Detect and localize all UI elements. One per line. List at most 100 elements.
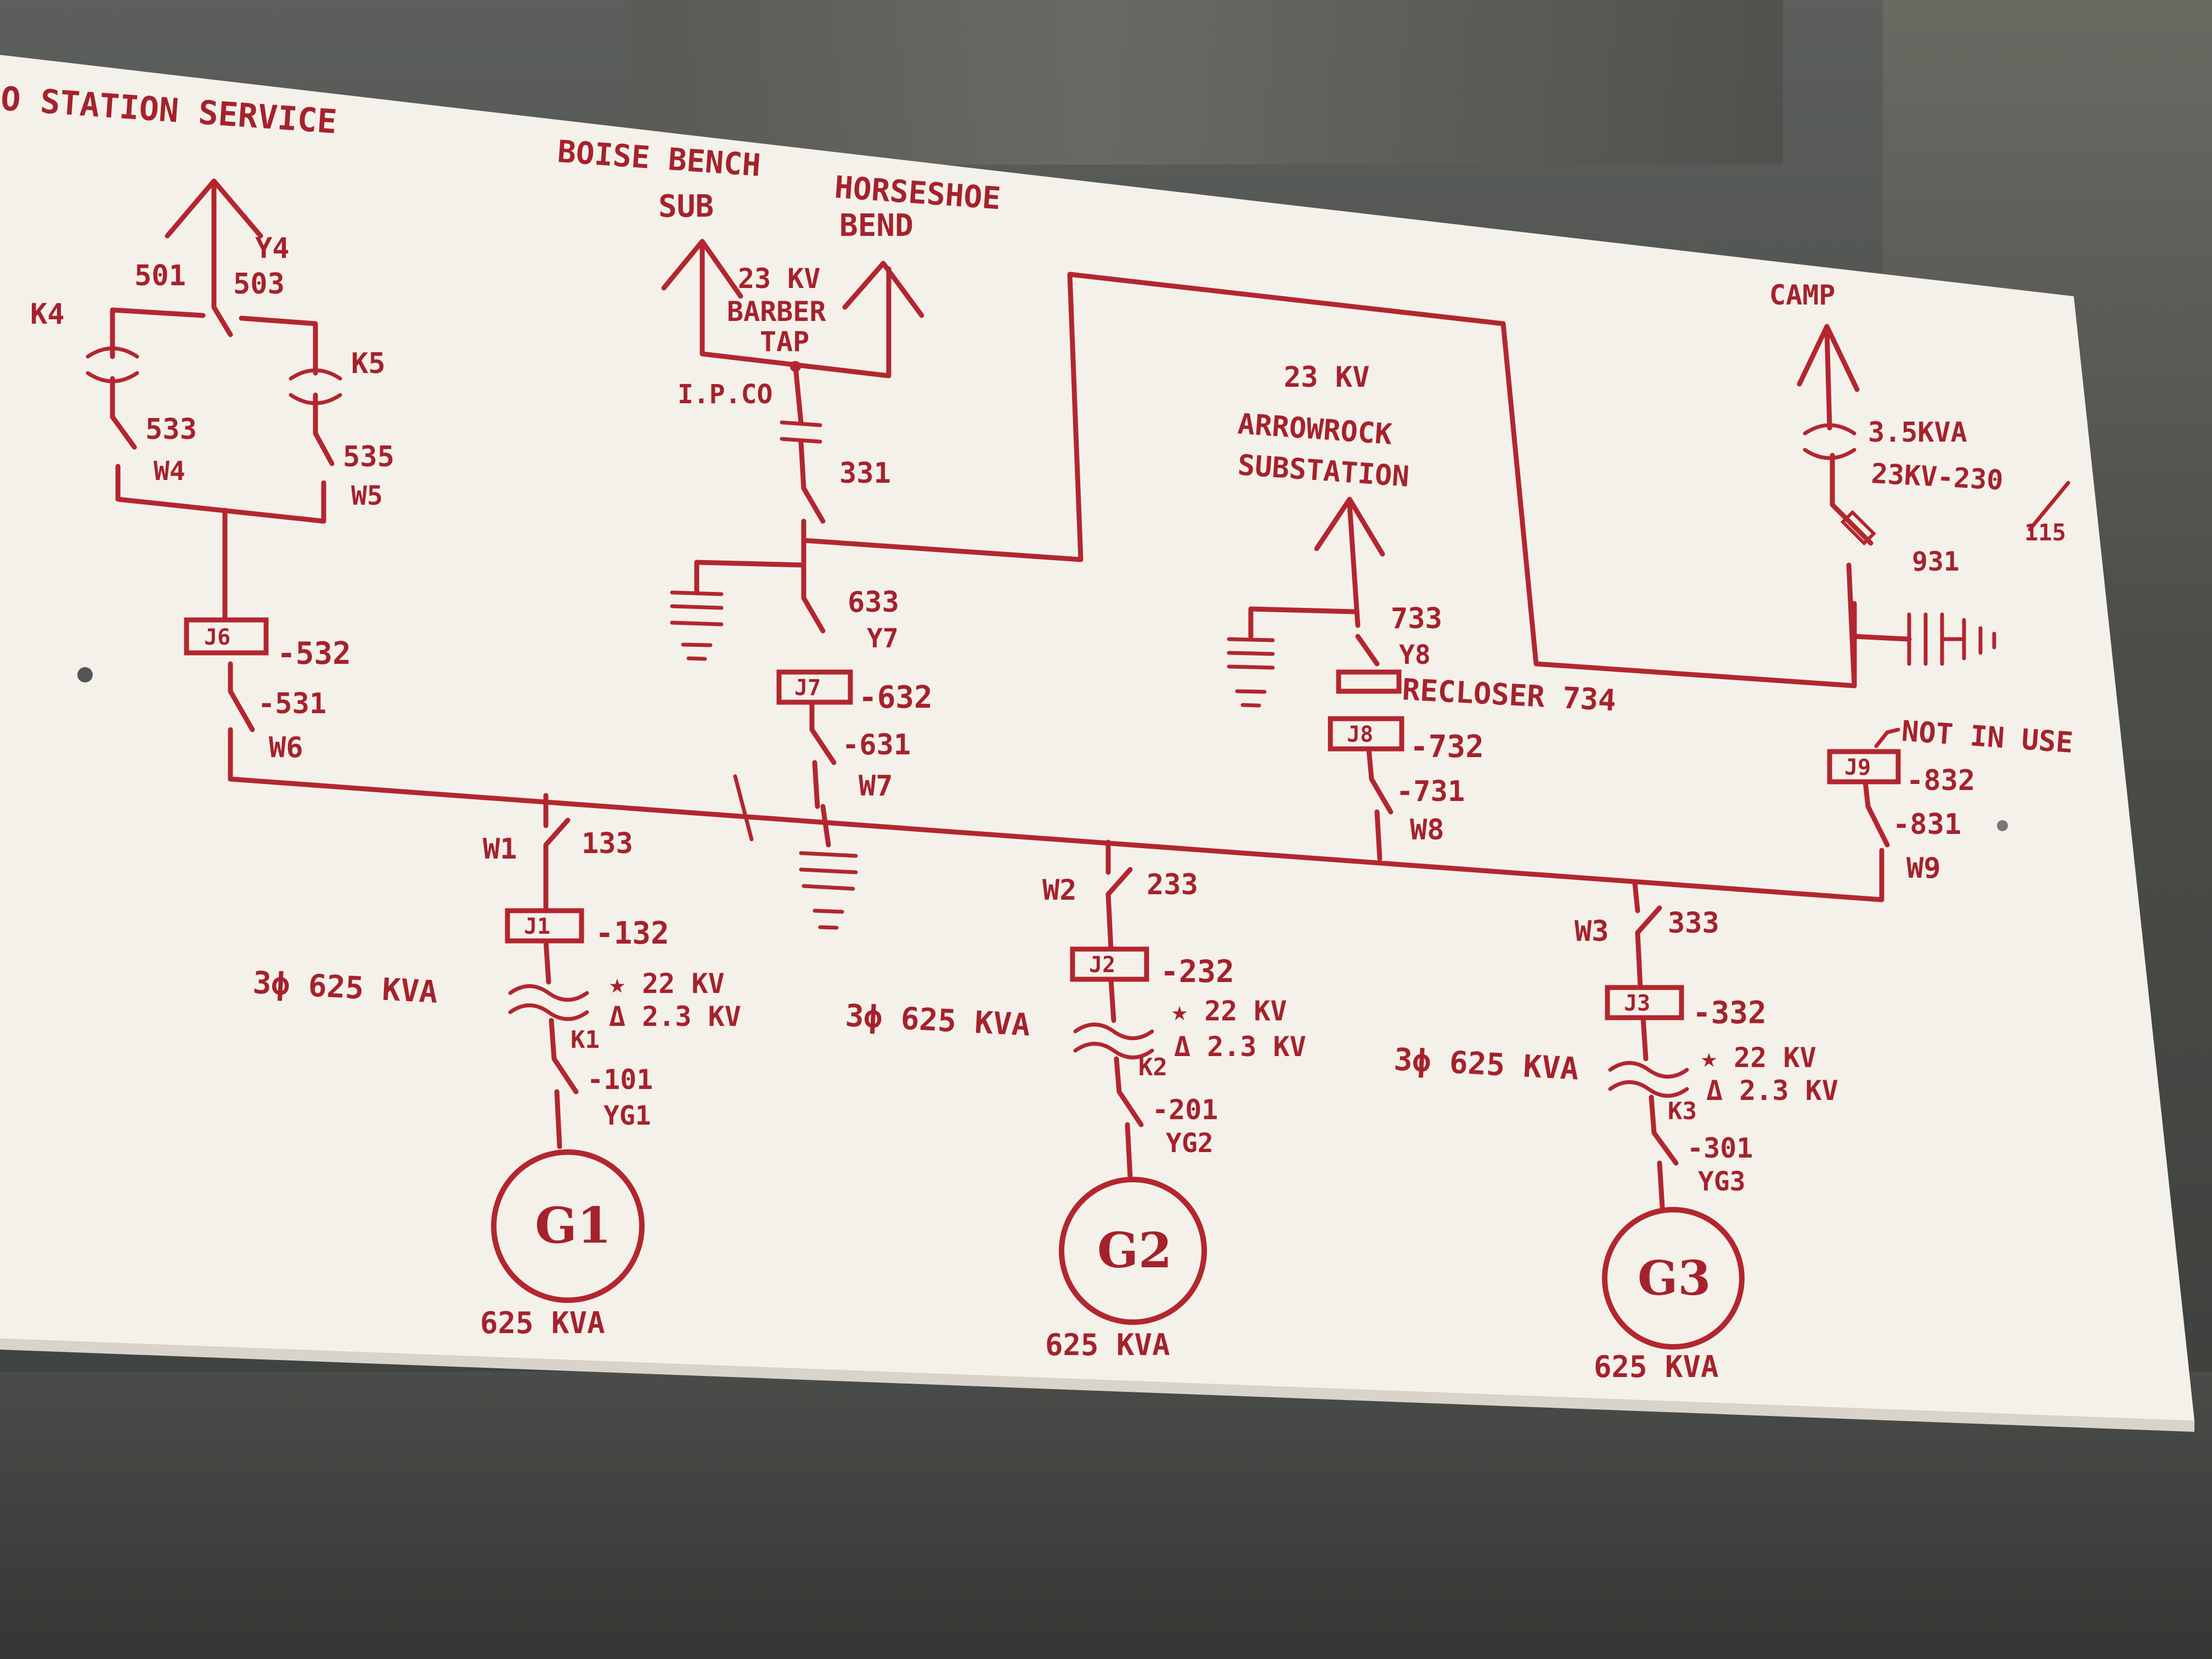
s201-label: -201 bbox=[1152, 1094, 1218, 1126]
unit3-line-c bbox=[1649, 1094, 1657, 1136]
camp-cap-lead bbox=[1852, 634, 1912, 642]
j2-label: J2 bbox=[1089, 952, 1115, 978]
s332-label: -332 bbox=[1692, 995, 1767, 1031]
yg3-label: YG3 bbox=[1698, 1166, 1746, 1197]
switch-331 bbox=[801, 486, 826, 524]
j9-label: J9 bbox=[1844, 755, 1871, 780]
j7-label: J7 bbox=[794, 675, 821, 701]
unit3-hv-label: ★ 22 KV bbox=[1701, 1042, 1816, 1074]
unit3-bus-drop bbox=[1632, 881, 1640, 913]
station-service-collector bbox=[115, 464, 326, 524]
camp-voltage-label: 23KV-230 bbox=[1870, 458, 2004, 496]
camp-fuse-icon bbox=[1840, 510, 1876, 546]
camp-arrow-icon bbox=[1797, 324, 1860, 392]
k4-label: K4 bbox=[30, 298, 65, 331]
s633-label: 633 bbox=[848, 586, 899, 619]
switch-101 bbox=[551, 1056, 579, 1094]
unit2-hv-label: ★ 22 KV bbox=[1171, 995, 1287, 1027]
s631-label: -631 bbox=[842, 729, 911, 761]
s733-label: 733 bbox=[1391, 602, 1442, 635]
ratio-slash bbox=[2028, 481, 2070, 532]
s732-label: -732 bbox=[1410, 729, 1484, 765]
g2-label: G2 bbox=[1097, 1222, 1172, 1279]
j1-label: J1 bbox=[524, 914, 550, 939]
boise-sub-label: SUB bbox=[658, 189, 714, 224]
s535-label: 535 bbox=[343, 441, 394, 473]
j3-label: J3 bbox=[1624, 991, 1650, 1016]
lower-wall bbox=[0, 1372, 2212, 1659]
k3-label: K3 bbox=[1668, 1097, 1697, 1125]
unit2-line-b bbox=[1108, 977, 1116, 1023]
y7-label: Y7 bbox=[867, 623, 899, 654]
cap-7-lead bbox=[694, 560, 806, 595]
bus-capacitor-icon bbox=[799, 851, 858, 930]
recloser-icon bbox=[1336, 669, 1402, 694]
yg2-label: YG2 bbox=[1166, 1128, 1214, 1159]
bend-label: BEND bbox=[839, 208, 913, 244]
camp-line bbox=[1824, 326, 1832, 431]
k2-label: K2 bbox=[1138, 1053, 1167, 1081]
s731-label: -731 bbox=[1396, 775, 1465, 808]
horseshoe-arrow-icon bbox=[842, 261, 924, 318]
switch-631 bbox=[809, 727, 837, 765]
ipco-line bbox=[793, 364, 804, 425]
k1-label: K1 bbox=[571, 1026, 600, 1054]
w9-label: W9 bbox=[1906, 852, 1941, 885]
unit1-transformer-icon bbox=[508, 984, 589, 1021]
unit1-lv-label: Δ 2.3 KV bbox=[609, 1001, 741, 1032]
j7-breaker-icon bbox=[776, 669, 853, 705]
s533-label: 533 bbox=[145, 413, 197, 446]
j9-lower bbox=[1863, 779, 1871, 809]
g1-label: G1 bbox=[535, 1197, 611, 1255]
s101-label: -101 bbox=[587, 1064, 653, 1096]
unit-3: W3 333 J3 -332 3ϕ 625 KVA ★ 22 KV Δ 2.3 … bbox=[1393, 881, 1838, 1384]
bus-cap-lead bbox=[820, 804, 831, 848]
unit1-hv-label: ★ 22 KV bbox=[609, 968, 725, 1000]
g3-kva-label: 625 KVA bbox=[1594, 1350, 1719, 1384]
unit1-line-c bbox=[549, 1018, 557, 1062]
camp-section: CAMP 3.5KVA 23KV-230 115 931 NOT IN USE … bbox=[1769, 279, 2074, 885]
switch-533 bbox=[110, 414, 137, 450]
w7-to-bus bbox=[812, 760, 820, 809]
board-panel bbox=[0, 55, 2194, 1421]
camp-fuse-line bbox=[1830, 502, 1874, 546]
switch-633 bbox=[801, 595, 826, 634]
w4-label: W4 bbox=[154, 456, 185, 487]
unit3-lv-label: Δ 2.3 KV bbox=[1706, 1075, 1838, 1107]
j8-lower bbox=[1366, 746, 1374, 782]
camp-capacitor-icon bbox=[1907, 612, 1996, 666]
main-bus bbox=[228, 776, 1884, 902]
unit3-line-a bbox=[1635, 930, 1643, 990]
unit2-gen-lead bbox=[1125, 1122, 1133, 1180]
unit-2: W2 233 J2 -232 3ϕ 625 KVA ★ 22 KV Δ 2.3 … bbox=[844, 839, 1306, 1362]
generator-g3-icon bbox=[1602, 1207, 1745, 1350]
w7-label: W7 bbox=[859, 770, 893, 803]
switch-233 bbox=[1105, 867, 1133, 897]
w1-label: W1 bbox=[483, 833, 517, 866]
switch-535 bbox=[313, 431, 335, 466]
unit3-line-b bbox=[1640, 1015, 1649, 1062]
station-service-arrow-icon bbox=[165, 178, 263, 239]
unit2-transformer-icon bbox=[1073, 1023, 1154, 1059]
s333-label: 333 bbox=[1668, 907, 1719, 940]
board-edge bbox=[0, 1339, 2194, 1432]
unit-1: W1 133 J1 -132 3ϕ 625 KVA ★ 22 KV Δ 2.3 … bbox=[252, 793, 741, 1340]
capacitor-ground-icon bbox=[670, 590, 724, 661]
unit3-gen-lead bbox=[1657, 1160, 1665, 1210]
j8-breaker-icon bbox=[1328, 716, 1404, 752]
screw-right bbox=[1997, 820, 2008, 831]
camp-transformer-icon bbox=[1803, 423, 1857, 460]
y8-label: Y8 bbox=[1399, 640, 1431, 670]
camp-kva-label: 3.5KVA bbox=[1868, 416, 1967, 448]
j6-label: J6 bbox=[204, 625, 230, 650]
s532-label: -532 bbox=[277, 636, 351, 672]
left-branch-top bbox=[110, 307, 206, 359]
not-in-use-pointer bbox=[1874, 727, 1900, 748]
barber-tap-kv-label: 23 KV bbox=[738, 263, 821, 295]
arrowrock-arrow-icon bbox=[1314, 496, 1385, 557]
unit2-lv-label: Δ 2.3 KV bbox=[1174, 1031, 1306, 1063]
y4-label: Y4 bbox=[255, 232, 290, 265]
s132-label: -132 bbox=[595, 916, 669, 951]
g1-kva-label: 625 KVA bbox=[480, 1306, 605, 1340]
